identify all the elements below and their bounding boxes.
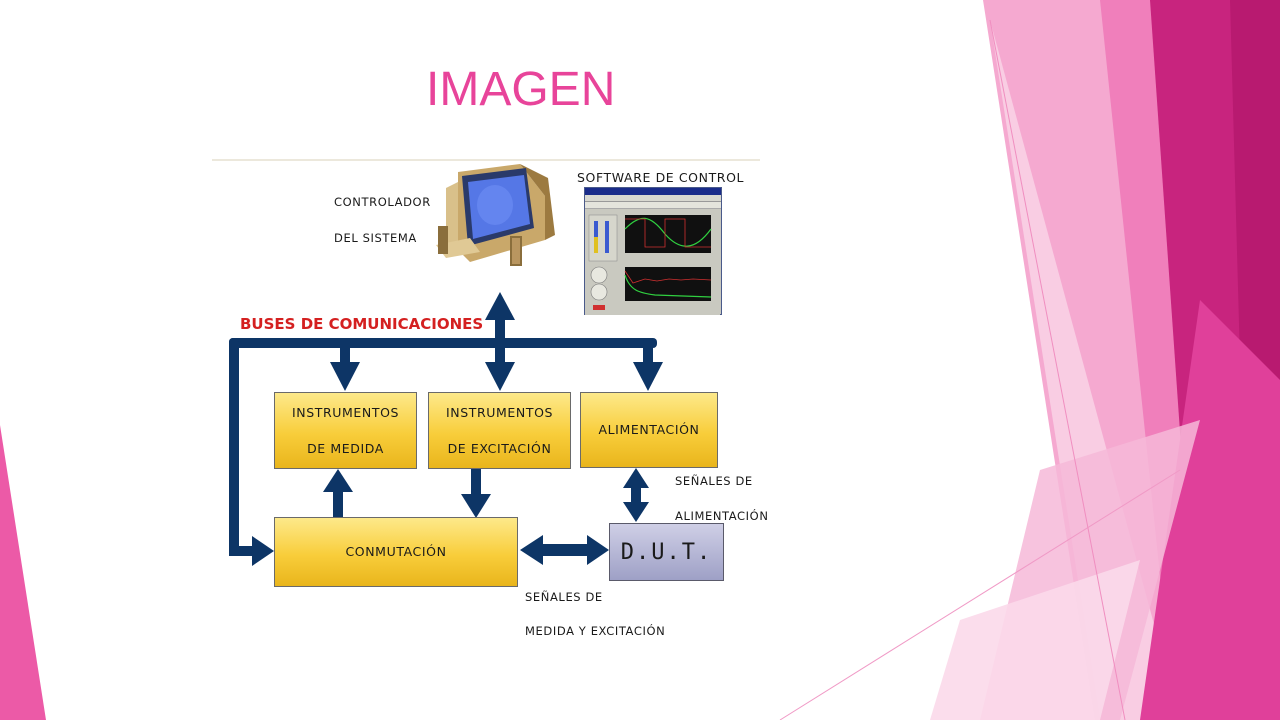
diagonal-thin-line [779, 469, 1181, 720]
bus-controller-link [495, 318, 505, 368]
box-excitacion-line2: DE EXCITACIÓN [447, 440, 552, 456]
page-title: IMAGEN [426, 63, 616, 116]
box-instrumentos-excitacion: INSTRUMENTOS DE EXCITACIÓN [428, 392, 571, 469]
arrow-up-controller [485, 292, 515, 320]
arrow-into-alimentacion [633, 362, 663, 391]
box-excitacion-line1: INSTRUMENTOS [445, 404, 554, 420]
arrow-left-conmutacion [520, 535, 543, 565]
box-instrumentos-medida: INSTRUMENTOS DE MEDIDA [274, 392, 417, 469]
link-conmutacion-medida [333, 490, 343, 518]
box-alimentacion: ALIMENTACIÓN [580, 392, 718, 468]
vertical-thin-line [989, 19, 1126, 720]
bottom-pale-wedge [930, 560, 1140, 720]
left-pink-accent [0, 425, 46, 720]
software-screenshot [584, 187, 722, 315]
signals-power-line1: SEÑALES DE [675, 474, 753, 488]
box-conmutacion-label: CONMUTACIÓN [345, 544, 447, 559]
box-alimentacion-label: ALIMENTACIÓN [598, 422, 700, 437]
bus-right-vertical [643, 338, 653, 366]
box-medida-line1: INSTRUMENTOS [291, 404, 400, 420]
arrow-into-medida [330, 362, 360, 391]
arrow-up-alimentacion [623, 468, 649, 488]
controller-label-line1: CONTROLADOR [334, 195, 431, 209]
bus-drop-medida [340, 343, 350, 365]
arrow-into-excitacion [485, 362, 515, 391]
buses-label: BUSES DE COMUNICACIONES [240, 315, 484, 333]
right-bright-pink-wedge [1140, 300, 1280, 720]
signals-measure-line2: MEDIDA Y EXCITACIÓN [525, 624, 666, 638]
box-conmutacion: CONMUTACIÓN [274, 517, 518, 587]
signals-power-line2: ALIMENTACIÓN [675, 509, 769, 523]
arrow-down-dut [623, 502, 649, 522]
bus-horizontal [229, 338, 657, 348]
arrow-right-dut [587, 535, 609, 565]
arrow-down-conmutacion [461, 494, 491, 518]
arrow-up-medida [323, 469, 353, 492]
bus-left-to-conmutacion [229, 546, 253, 556]
controller-label-line2: DEL SISTEMA [334, 231, 417, 245]
link-conmutacion-dut [538, 544, 592, 556]
link-excitacion-conmutacion [471, 469, 481, 497]
software-label: SOFTWARE DE CONTROL [577, 170, 745, 185]
signals-measure-line1: SEÑALES DE [525, 590, 603, 604]
box-dut: D.U.T. [609, 523, 724, 581]
arrow-into-conmutacion [252, 536, 274, 566]
bus-left-vertical [229, 338, 239, 556]
box-medida-line2: DE MEDIDA [307, 440, 384, 456]
link-alimentacion-dut [631, 484, 641, 506]
